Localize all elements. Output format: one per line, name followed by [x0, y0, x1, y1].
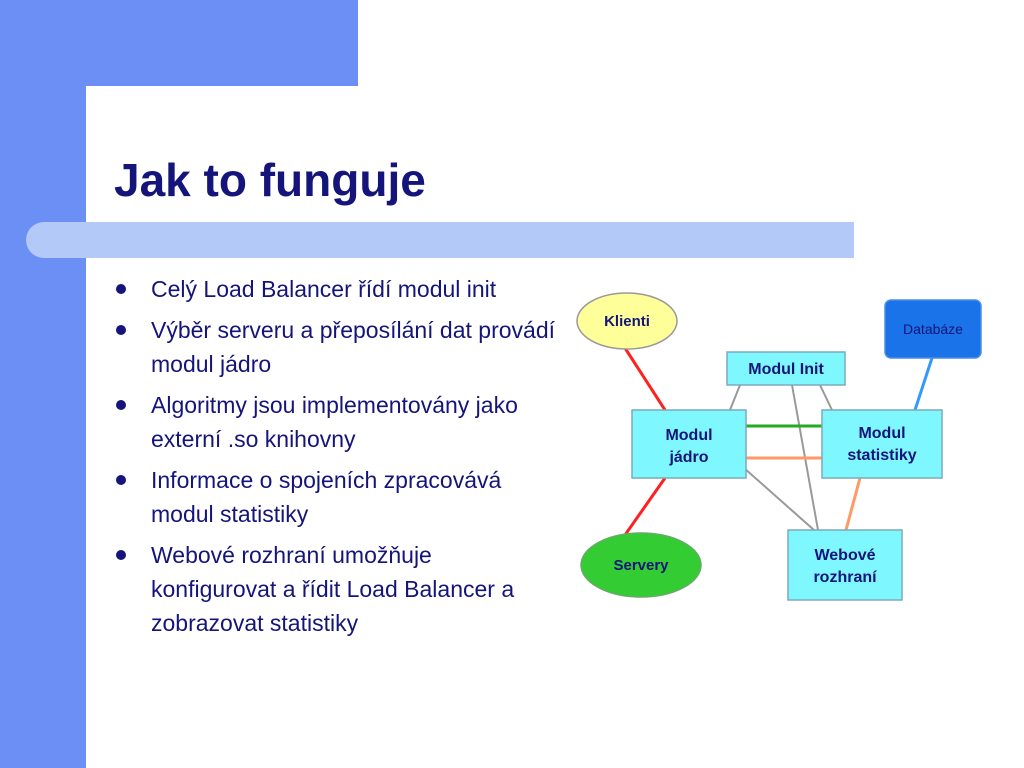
node-modul-jadro-label-1: Modul	[665, 427, 712, 444]
bullet-dot-icon	[116, 284, 126, 294]
edge-databaze-statistiky	[913, 357, 934, 411]
node-databaze: Databáze	[884, 299, 982, 359]
slide-title: Jak to funguje	[114, 154, 426, 206]
edge-jadro-servery	[623, 477, 667, 536]
bullet-item: Algoritmy jsou implementovány jako exter…	[112, 388, 562, 456]
bullet-dot-icon	[116, 475, 126, 485]
bullet-item: Celý Load Balancer řídí modul init	[112, 272, 562, 306]
title-underline-bar	[26, 222, 854, 258]
bullet-item: Výběr serveru a přeposílání dat provádí …	[112, 313, 562, 381]
node-klienti: Klienti	[576, 292, 678, 350]
node-modul-init-label: Modul Init	[748, 361, 824, 378]
architecture-diagram: Klienti Servery Databáze Modul Init Modu…	[576, 292, 982, 601]
edge-init-jadro	[729, 384, 741, 411]
bullet-list: Celý Load Balancer řídí modul init Výběr…	[112, 272, 562, 647]
background-accent-top	[0, 0, 358, 86]
node-modul-init: Modul Init	[726, 351, 846, 386]
bullet-text: Celý Load Balancer řídí modul init	[151, 276, 497, 302]
bullet-dot-icon	[116, 325, 126, 335]
edge-jadro-webove	[743, 467, 815, 531]
background-accent-left	[0, 0, 86, 768]
edge-statistiky-webove	[844, 477, 862, 531]
bullet-item: Informace o spojeních zpracovává modul s…	[112, 463, 562, 531]
node-modul-statistiky-label-2: statistiky	[847, 447, 916, 464]
edge-init-statistiky	[819, 384, 833, 411]
bullet-text: Algoritmy jsou implementovány jako exter…	[151, 392, 518, 452]
node-modul-statistiky: Modul statistiky	[821, 409, 943, 479]
bullet-text: Informace o spojeních zpracovává modul s…	[151, 467, 502, 527]
node-webove-rozhrani-label-2: rozhraní	[813, 569, 877, 586]
node-modul-statistiky-label-1: Modul	[858, 425, 905, 442]
bullet-dot-icon	[116, 400, 126, 410]
node-webove-rozhrani-label-1: Webové	[814, 547, 875, 564]
node-servery-label: Servery	[613, 557, 669, 574]
bullet-item: Webové rozhraní umožňuje konfigurovat a …	[112, 538, 562, 640]
node-klienti-label: Klienti	[604, 313, 650, 330]
bullet-text: Webové rozhraní umožňuje konfigurovat a …	[151, 542, 515, 636]
node-databaze-label: Databáze	[903, 321, 963, 337]
bullet-dot-icon	[116, 550, 126, 560]
node-webove-rozhrani: Webové rozhraní	[787, 529, 903, 601]
edge-klienti-jadro	[623, 347, 667, 411]
node-modul-jadro: Modul jádro	[631, 409, 747, 479]
bullet-text: Výběr serveru a přeposílání dat provádí …	[151, 317, 556, 377]
node-modul-jadro-label-2: jádro	[668, 449, 708, 466]
node-servery: Servery	[580, 532, 702, 598]
